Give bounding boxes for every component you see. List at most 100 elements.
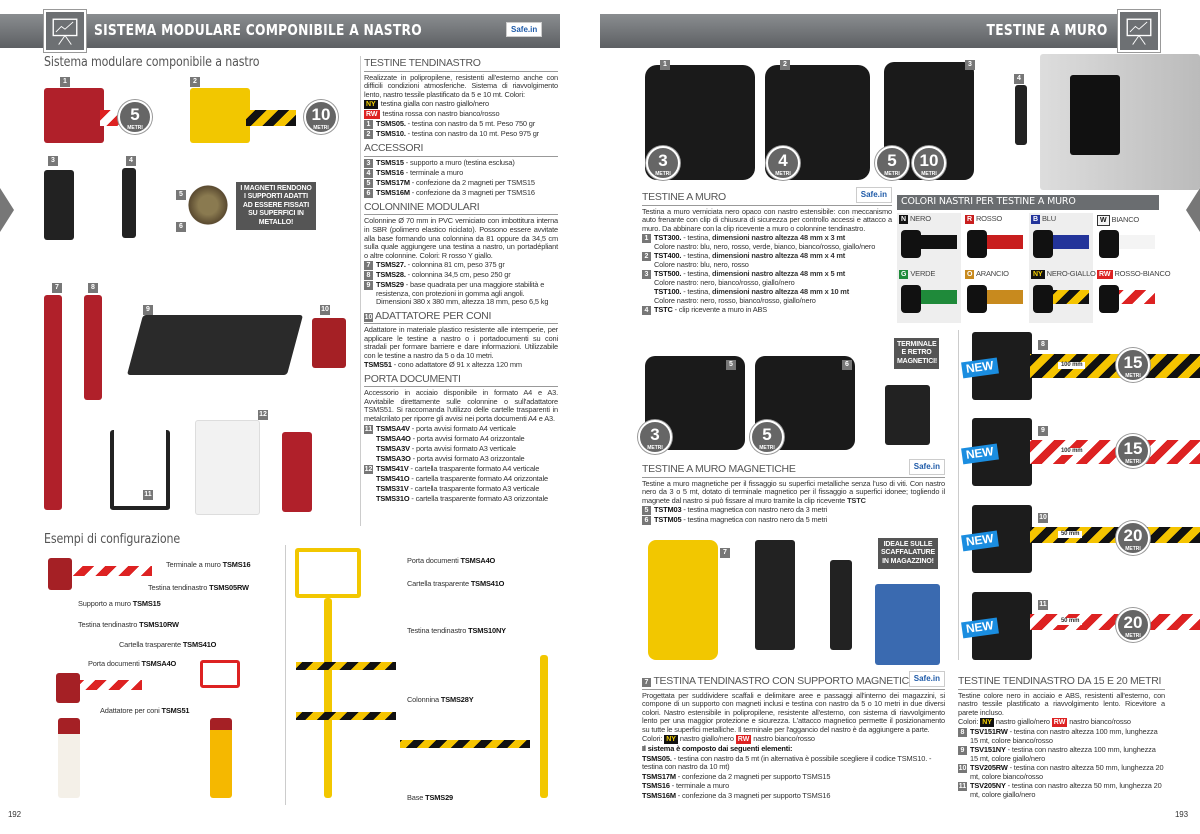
item-text: TSV205NY - testina con nastro altezza 50… bbox=[970, 782, 1165, 799]
wall-head-icon bbox=[967, 285, 987, 313]
product-code: TSTC bbox=[654, 305, 673, 315]
item-number bbox=[364, 475, 373, 484]
item-description: - testina, bbox=[681, 233, 712, 243]
tape-band bbox=[919, 290, 957, 304]
shelf-note: IDEALE SULLE SCAFFALATURE IN MAGAZZINO! bbox=[878, 538, 938, 570]
item-number: 10 bbox=[364, 312, 373, 322]
tape-color-bianco[interactable]: W BIANCO bbox=[1095, 213, 1159, 268]
item-description: - porta avvisi formato A3 verticale bbox=[409, 443, 516, 453]
length-unit: METRI bbox=[1125, 633, 1141, 639]
item-description: - confezione da 2 magneti per TSMS15 bbox=[409, 177, 535, 187]
section-title-text: PORTA DOCUMENTI bbox=[364, 372, 461, 385]
item-number: 6 bbox=[842, 360, 852, 370]
item-note: Colore nastro: blu, nero, rosso, verde, … bbox=[654, 241, 876, 251]
product-code: TST500. bbox=[654, 269, 682, 279]
product-code: TST300. bbox=[654, 233, 682, 243]
wall-head-icon bbox=[901, 285, 921, 313]
cone-config-image bbox=[282, 432, 312, 512]
color-name: VERDE bbox=[910, 269, 936, 278]
section-title-text: TESTINE TENDINASTRO bbox=[364, 57, 481, 69]
product-code: TSMS27. bbox=[376, 260, 406, 270]
product-code: TSMS16 bbox=[642, 781, 670, 791]
tape-width-label: 50 mm bbox=[1058, 618, 1083, 625]
tape-band bbox=[1117, 290, 1155, 304]
color-name: NERO bbox=[909, 214, 931, 223]
item-text: TSMS05. - testina con nastro da 5 mt (in… bbox=[642, 754, 945, 772]
item-number bbox=[642, 288, 651, 297]
tape-color-rosso-bianco[interactable]: RW ROSSO-BIANCO bbox=[1095, 268, 1171, 323]
wall-head-icon bbox=[1033, 285, 1053, 313]
item-number: 1 bbox=[364, 120, 373, 130]
transparent-folder-image bbox=[195, 420, 260, 515]
item-text: TSMSA3O - porta avvisi formato A3 orizzo… bbox=[376, 453, 525, 464]
length-unit: METRI bbox=[1125, 546, 1141, 552]
item-description: - testina con nastro altezza 50 mm, lung… bbox=[970, 763, 1164, 781]
traffic-cone-image bbox=[210, 718, 232, 798]
product-code: TSMSA3V bbox=[376, 443, 410, 453]
wall-terminal-image bbox=[122, 168, 136, 238]
item-number bbox=[364, 445, 373, 454]
item-description: - porta avvisi formato A3 orizzontale bbox=[410, 453, 525, 463]
section-title: ACCESSORI bbox=[364, 142, 558, 157]
product-code: TSMS51 bbox=[364, 360, 392, 370]
item-text: TSMSA4O - porta avvisi formato A4 orizzo… bbox=[376, 434, 525, 444]
example-tape bbox=[80, 680, 142, 690]
item-number: 1 bbox=[660, 60, 670, 70]
section-title-text: TESTINE A MURO bbox=[642, 191, 726, 203]
item-text: TST500. - testina, dimensioni nastro alt… bbox=[654, 269, 845, 287]
item-number: 3 bbox=[48, 156, 58, 166]
tape-color-nero[interactable]: N NERO bbox=[897, 213, 961, 268]
length-number: 20 bbox=[1123, 526, 1143, 545]
item-text: TSTM05 - testina magnetica con nastro ne… bbox=[654, 515, 827, 525]
product-code: TSMSA3O bbox=[376, 453, 411, 463]
black-yellow-tape bbox=[246, 110, 296, 126]
next-page-arrow[interactable] bbox=[1186, 188, 1200, 232]
length-number: 15 bbox=[1123, 439, 1143, 458]
wall-head-icon bbox=[1033, 230, 1053, 258]
item-description: - colonnina 34,5 cm, peso 250 gr bbox=[405, 270, 511, 280]
section-title-text: TESTINE A MURO MAGNETICHE bbox=[642, 463, 796, 475]
section-title-text: COLONNINE MODULARI bbox=[364, 200, 480, 213]
color-tag: NY bbox=[364, 100, 378, 110]
tape-color-blu[interactable]: B BLU bbox=[1029, 213, 1093, 268]
item-number: 6 bbox=[642, 516, 651, 526]
cone-adapter-image bbox=[312, 318, 346, 368]
tape-color-verde[interactable]: G VERDE bbox=[897, 268, 961, 323]
presentation-board-icon bbox=[1117, 9, 1161, 53]
item-description: - confezione da 3 magneti per TSMS16 bbox=[409, 187, 535, 197]
item-number: 1 bbox=[60, 77, 70, 87]
yellow-belt-head-image bbox=[190, 88, 250, 143]
item-description: - cartella trasparente formato A4 orizzo… bbox=[409, 473, 548, 483]
tape-color-arancio[interactable]: O ARANCIO bbox=[963, 268, 1027, 323]
tape-color-nero-giallo[interactable]: NY NERO-GIALLO bbox=[1029, 268, 1096, 323]
wall-clip-image bbox=[1015, 85, 1027, 145]
colors-line: Colori: NY nastro giallo/nero RW nastro … bbox=[642, 734, 945, 745]
safein-logo: Safe.in bbox=[908, 459, 945, 476]
item-text: TSMS15 - supporto a muro (testina esclus… bbox=[376, 158, 515, 168]
colors-label: Colori: bbox=[958, 717, 979, 727]
item-description: - colonnina 81 cm, peso 375 gr bbox=[405, 260, 505, 270]
sign-frame-image bbox=[295, 548, 361, 598]
item-number: 7 bbox=[364, 261, 373, 271]
traffic-cone-image bbox=[58, 718, 80, 798]
section-title-text: TESTINE TENDINASTRO DA 15 E 20 METRI bbox=[958, 675, 1162, 687]
product-code: TSV151NY bbox=[970, 745, 1006, 755]
item-text: TSV205RW - testina con nastro altezza 50… bbox=[970, 763, 1165, 781]
item-description: - testina con nastro altezza 50 mm, lung… bbox=[970, 781, 1162, 799]
list-item: TSMS05. - testina con nastro da 5 mt (in… bbox=[642, 754, 945, 772]
product-code: TSV151RW bbox=[970, 727, 1008, 737]
item-text: TSMS27. - colonnina 81 cm, peso 375 gr bbox=[376, 260, 505, 270]
prev-page-arrow[interactable] bbox=[0, 188, 14, 232]
tape-color-rosso[interactable]: R ROSSO bbox=[963, 213, 1027, 268]
item-text: TSMS17M - confezione da 2 magneti per su… bbox=[642, 772, 830, 782]
